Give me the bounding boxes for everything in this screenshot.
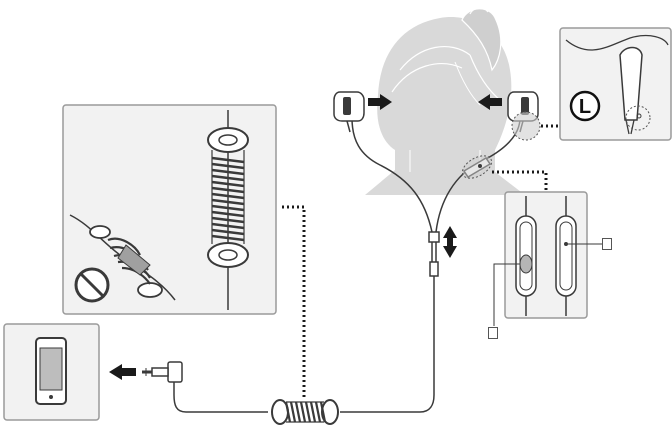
left-earbud-icon bbox=[333, 91, 365, 133]
connect-arrow-icon bbox=[109, 364, 136, 380]
insert-arrow-right-icon bbox=[478, 94, 502, 110]
connector-line-spool bbox=[282, 205, 306, 398]
cable-slider-icon bbox=[428, 231, 440, 277]
insert-arrow-left-icon bbox=[368, 94, 392, 110]
remote-control-icon bbox=[461, 155, 493, 179]
headphone-plug-icon bbox=[142, 361, 183, 385]
cable-winding-panel bbox=[62, 104, 277, 315]
cable-spool-icon bbox=[271, 399, 339, 425]
adjust-up-down-arrow-icon bbox=[443, 226, 457, 258]
music-player-panel bbox=[3, 323, 100, 421]
left-marker-highlight bbox=[511, 111, 541, 141]
left-marker-text: L bbox=[579, 96, 591, 118]
left-marker-detail-panel: L bbox=[559, 27, 672, 141]
left-marker-badge bbox=[569, 90, 601, 122]
callout-label-mic bbox=[488, 327, 498, 339]
remote-detail-panel bbox=[493, 191, 602, 326]
callout-label-button bbox=[602, 238, 612, 250]
tangled-cable-example bbox=[69, 214, 176, 301]
connector-line-remote bbox=[492, 170, 548, 190]
head-silhouette bbox=[365, 7, 525, 195]
no-symbol-icon bbox=[74, 267, 110, 303]
